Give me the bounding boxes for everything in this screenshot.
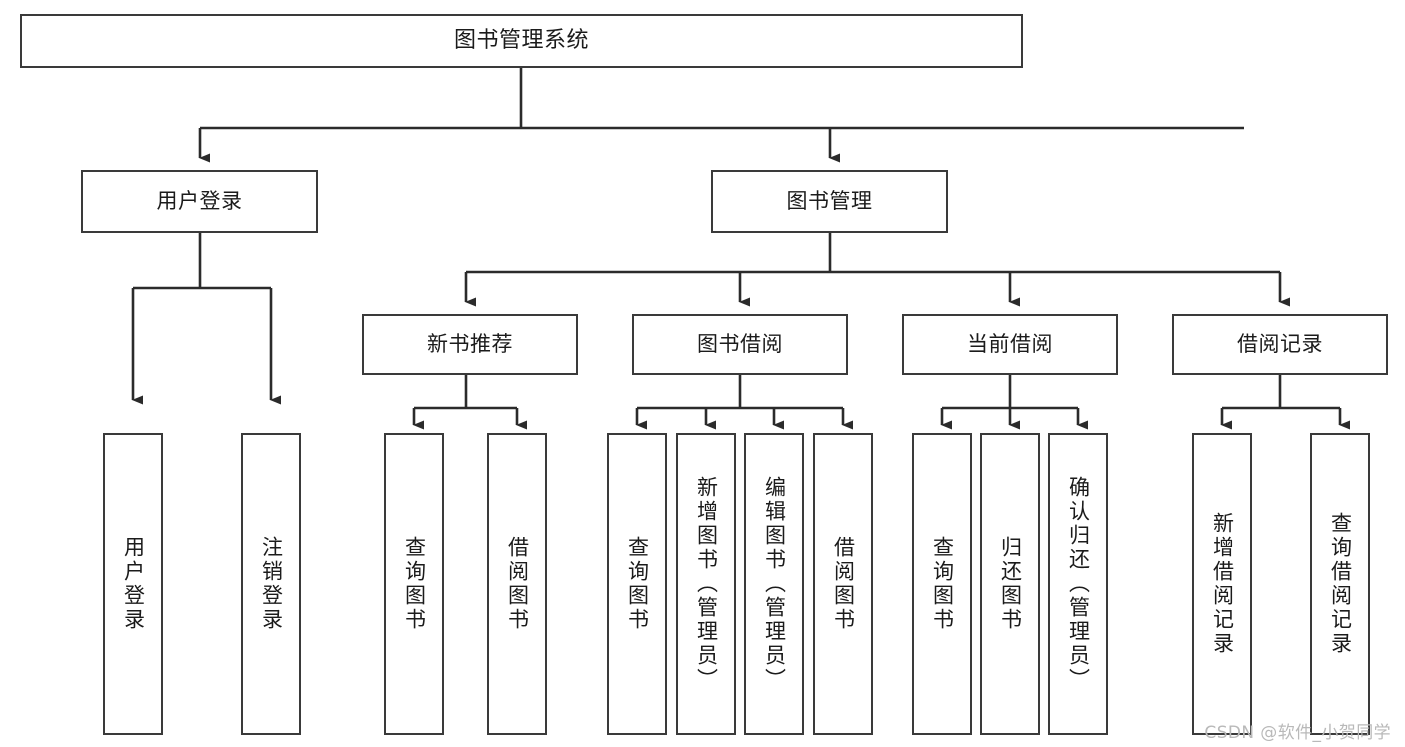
node-label: 查询图书 [930, 536, 955, 632]
node-leaf-add-book[interactable]: 新增图书（管理员） [676, 433, 736, 735]
node-label: 借阅图书 [505, 536, 530, 632]
node-label: 编辑图书（管理员） [762, 476, 787, 692]
node-leaf-logout[interactable]: 注销登录 [241, 433, 301, 735]
node-label: 借阅图书 [831, 536, 856, 632]
node-book-borrow[interactable]: 图书借阅 [632, 314, 848, 375]
node-book-management[interactable]: 图书管理 [711, 170, 948, 233]
node-label: 图书管理系统 [453, 28, 589, 54]
node-borrow-record[interactable]: 借阅记录 [1172, 314, 1388, 375]
node-new-book-recommend[interactable]: 新书推荐 [362, 314, 578, 375]
node-label: 用户登录 [156, 189, 243, 214]
node-label: 归还图书 [998, 536, 1023, 632]
node-label: 当前借阅 [967, 332, 1053, 357]
node-leaf-return-book[interactable]: 归还图书 [980, 433, 1040, 735]
node-leaf-query-book-3[interactable]: 查询图书 [912, 433, 972, 735]
node-label: 查询图书 [402, 536, 427, 632]
node-label: 新书推荐 [427, 332, 513, 357]
node-leaf-query-record[interactable]: 查询借阅记录 [1310, 433, 1370, 735]
node-leaf-query-book-1[interactable]: 查询图书 [384, 433, 444, 735]
node-label: 确认归还（管理员） [1066, 476, 1091, 692]
node-label: 用户登录 [121, 536, 146, 632]
watermark-text: CSDN @软件_小贺同学 [1204, 723, 1391, 743]
node-leaf-edit-book[interactable]: 编辑图书（管理员） [744, 433, 804, 735]
node-leaf-add-record[interactable]: 新增借阅记录 [1192, 433, 1252, 735]
node-root-system[interactable]: 图书管理系统 [20, 14, 1023, 68]
node-leaf-borrow-book-2[interactable]: 借阅图书 [813, 433, 873, 735]
node-label: 新增借阅记录 [1210, 512, 1235, 656]
node-leaf-query-book-2[interactable]: 查询图书 [607, 433, 667, 735]
node-label: 查询图书 [625, 536, 650, 632]
node-label: 新增图书（管理员） [694, 476, 719, 692]
node-label: 图书借阅 [697, 332, 783, 357]
node-label: 查询借阅记录 [1328, 512, 1353, 656]
node-leaf-confirm-return[interactable]: 确认归还（管理员） [1048, 433, 1108, 735]
node-leaf-borrow-book-1[interactable]: 借阅图书 [487, 433, 547, 735]
node-label: 借阅记录 [1237, 332, 1323, 357]
node-current-borrow[interactable]: 当前借阅 [902, 314, 1118, 375]
node-label: 注销登录 [259, 536, 284, 632]
node-leaf-user-login[interactable]: 用户登录 [103, 433, 163, 735]
node-user-login[interactable]: 用户登录 [81, 170, 318, 233]
node-label: 图书管理 [786, 189, 873, 214]
